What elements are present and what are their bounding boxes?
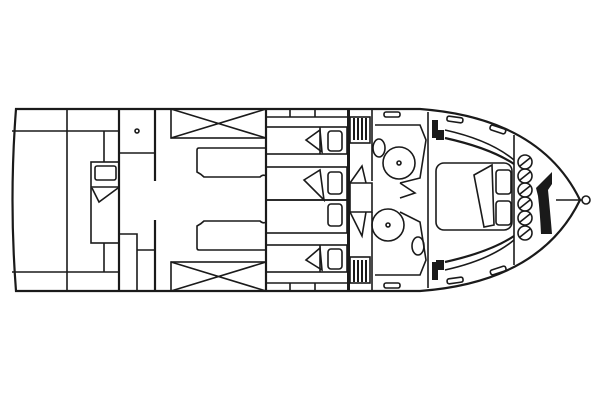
v-berth	[435, 162, 513, 231]
sink-icon	[411, 236, 425, 256]
hull-outline	[11, 107, 582, 293]
stairs-top	[349, 116, 371, 144]
bow-roller	[581, 195, 591, 205]
toilet-icon	[382, 146, 416, 180]
sink-icon	[372, 138, 386, 158]
storage-x-top	[170, 108, 267, 139]
storage-x-bottom	[170, 261, 267, 292]
sofa-top	[196, 147, 267, 178]
sofa-bottom	[196, 220, 267, 251]
forward-cabin	[427, 112, 515, 288]
cockpit	[12, 109, 120, 291]
salon	[119, 108, 267, 292]
stairs-bottom	[349, 256, 371, 284]
heads	[349, 109, 427, 291]
guest-cabins	[265, 109, 350, 291]
anchor-locker	[517, 154, 552, 241]
anchor-icon	[536, 172, 552, 234]
toilet-icon	[371, 208, 405, 242]
